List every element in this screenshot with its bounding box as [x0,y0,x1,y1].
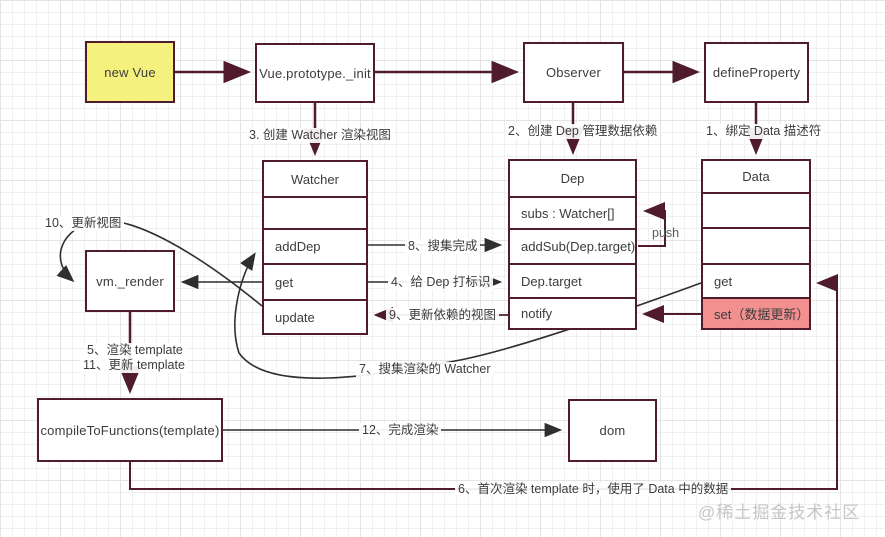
data-row-empty-2 [703,227,809,263]
watcher-title: Watcher [291,171,339,187]
dep-row-addsub: addSub(Dep.target) [510,228,635,263]
label-step6: 6、首次渲染 template 时，使用了 Data 中的数据 [455,482,732,497]
data-row-set: set（数据更新） [703,297,809,328]
label-step8: 8、搜集完成 [405,239,481,254]
watcher-row-empty [264,196,366,228]
node-compiletofunctions-label: compileToFunctions(template) [40,422,220,438]
label-step5: 5、渲染 template [84,343,186,358]
node-dom: dom [568,399,657,462]
label-step4: 4、给 Dep 打标识 [388,275,494,290]
node-new-vue: new Vue [85,41,175,103]
edge-push-loop [638,202,666,247]
dep-row-target: Dep.target [510,263,635,297]
dep-row-notify: notify [510,297,635,328]
node-observer-label: Observer [545,65,602,80]
node-dep: Dep subs : Watcher[] addSub(Dep.target) … [508,159,637,330]
node-dom-label: dom [599,423,626,438]
label-step9: 9、更新依赖的视图 [386,308,499,323]
label-step11: 11、更新 template [80,358,188,373]
node-new-vue-label: new Vue [104,64,156,80]
node-compiletofunctions: compileToFunctions(template) [37,398,223,462]
data-title: Data [742,169,770,184]
node-vm-render: vm._render [85,250,175,312]
data-row-empty-1 [703,192,809,227]
watermark: @稀土掘金技术社区 [698,503,861,522]
watcher-row-get: get [264,263,366,299]
dep-row-subs: subs : Watcher[] [510,196,635,228]
edge-compile-to-data-get [129,274,838,490]
label-step12: 12、完成渲染 [359,423,442,438]
node-defineproperty: defineProperty [704,42,809,103]
dep-title: Dep [560,171,585,186]
data-row-get: get [703,263,809,297]
label-step1: 1、绑定 Data 描述符 [703,124,825,139]
node-observer: Observer [523,42,624,103]
node-defineproperty-label: defineProperty [712,65,801,80]
label-step7: 7、搜集渲染的 Watcher [356,362,494,377]
label-push: push [652,226,680,240]
label-step10: 10、更新视图 [42,216,125,231]
node-vue-prototype-init-label: Vue.prototype._init [259,65,371,81]
node-watcher: Watcher addDep get update [262,160,368,335]
label-step2: 2、创建 Dep 管理数据依赖 [505,124,661,139]
node-vue-prototype-init: Vue.prototype._init [255,43,375,103]
node-data: Data get set（数据更新） [701,159,811,330]
label-step3: 3. 创建 Watcher 渲染视图 [246,128,394,143]
node-vm-render-label: vm._render [96,273,164,289]
watcher-row-adddep: addDep [264,228,366,263]
watcher-row-update: update [264,299,366,333]
